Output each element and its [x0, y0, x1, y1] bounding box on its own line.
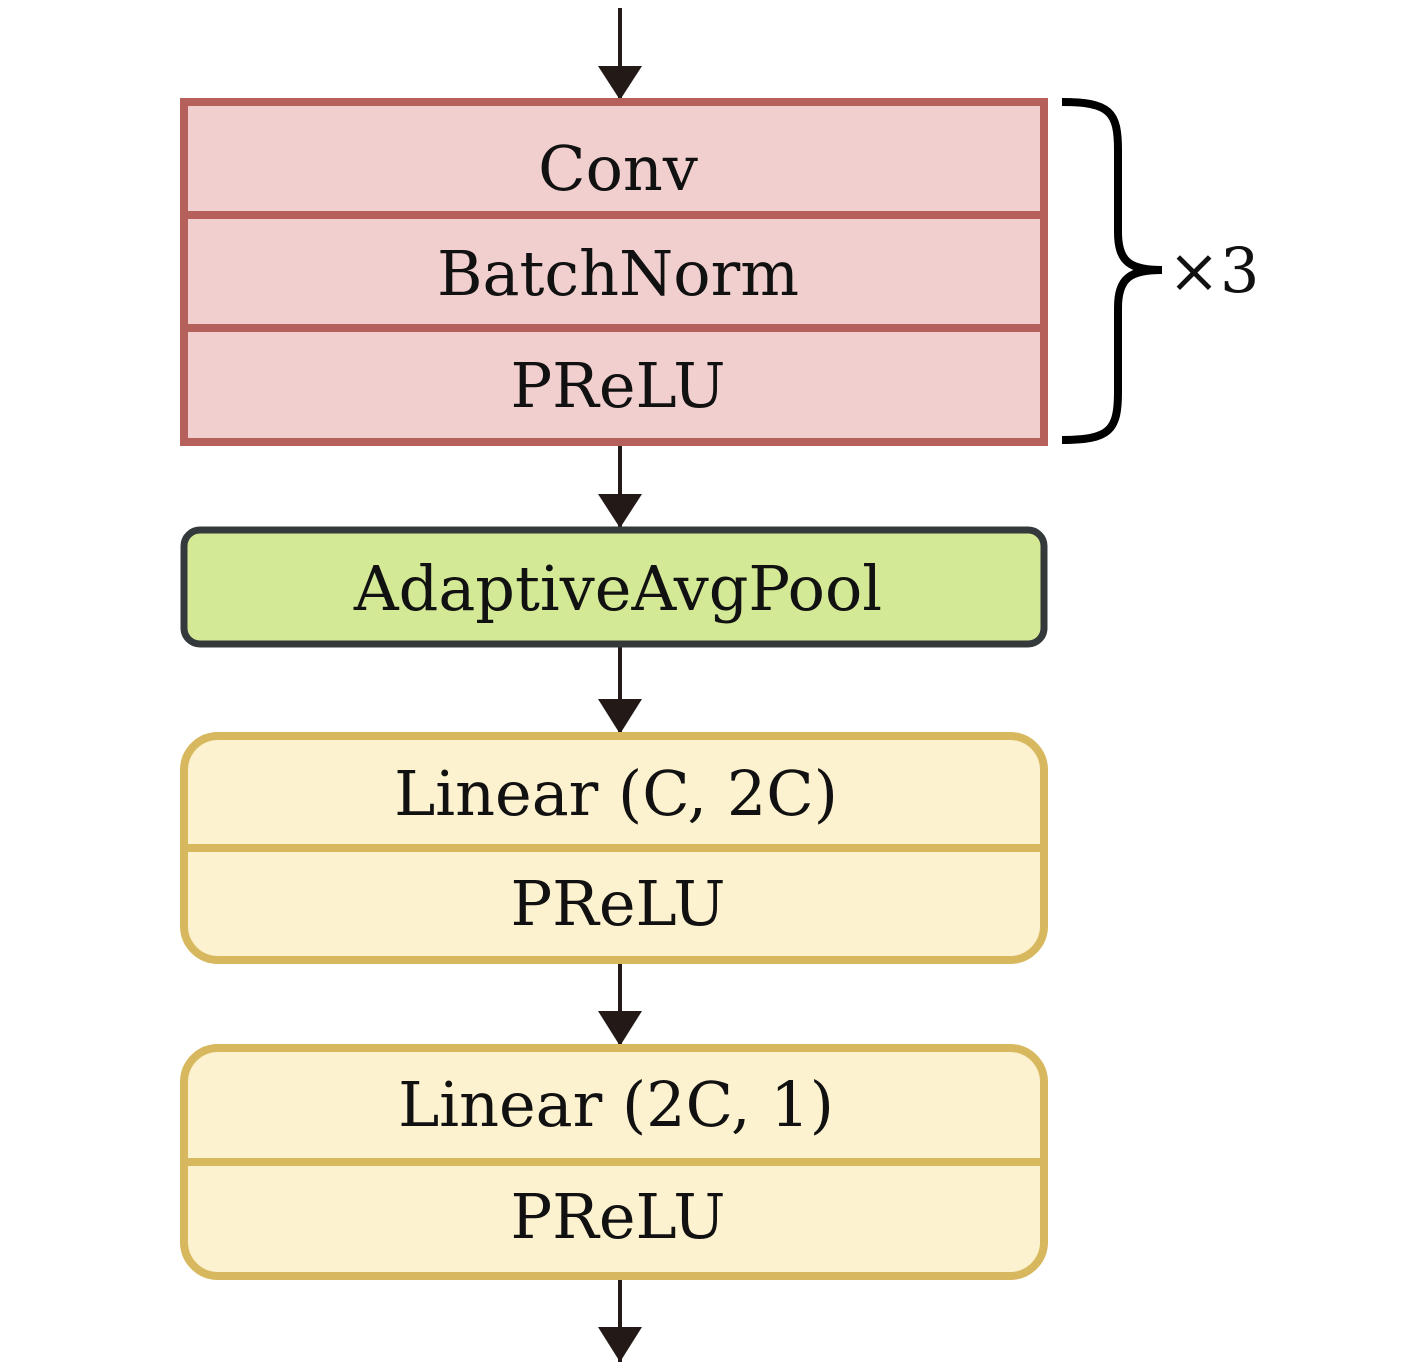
arrowhead-pool-to-linear1	[598, 699, 642, 734]
linear-block-1: Linear (C, 2C) PReLU	[180, 732, 1048, 964]
curly-brace	[1061, 98, 1163, 444]
batchnorm-layer-label: BatchNorm	[437, 237, 799, 310]
linear-1-layer-label: Linear (C, 2C)	[394, 757, 838, 830]
arrowhead-conv-to-pool	[598, 494, 642, 528]
prelu-layer-label: PReLU	[510, 349, 725, 422]
conv-block: Conv BatchNorm PReLU	[180, 98, 1048, 446]
arrowhead-output	[598, 1327, 642, 1362]
pool-layer-label: AdaptiveAvgPool	[353, 552, 882, 625]
conv-block-frame	[180, 98, 1048, 446]
pool-block-frame	[180, 526, 1048, 648]
pool-block: AdaptiveAvgPool	[180, 526, 1048, 648]
conv-layer-label: Conv	[538, 132, 698, 205]
repeat-count-label: ×3	[1168, 234, 1259, 307]
linear-1-prelu-label: PReLU	[510, 867, 725, 940]
arrowhead-input	[598, 66, 642, 100]
repeat-brace: ×3	[1061, 98, 1259, 444]
linear-2-prelu-label: PReLU	[510, 1180, 725, 1253]
linear-block-2: Linear (2C, 1) PReLU	[180, 1044, 1048, 1280]
linear-2-layer-label: Linear (2C, 1)	[398, 1068, 834, 1141]
arrowhead-linear1-to-linear2	[598, 1011, 642, 1046]
arrows	[598, 8, 642, 1362]
